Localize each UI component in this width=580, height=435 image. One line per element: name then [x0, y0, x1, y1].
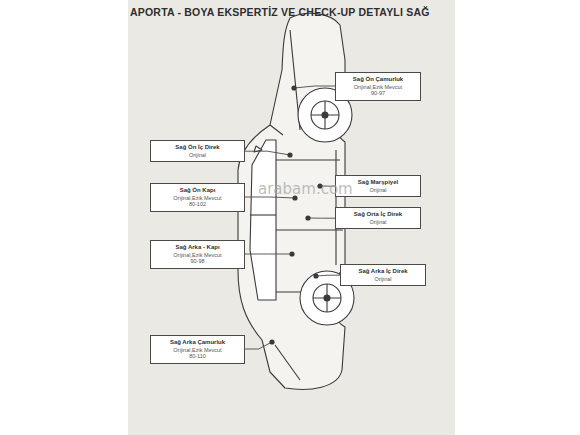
paint-thickness: 80-110	[156, 353, 239, 360]
leader-line	[294, 86, 335, 88]
callout-box: Sağ Arka İç DirekOrijinal	[340, 264, 426, 286]
car-body	[238, 13, 345, 389]
inspection-point	[305, 215, 310, 220]
inspection-point	[269, 339, 274, 344]
leader-line	[245, 342, 272, 349]
paint-thickness: 90-98	[156, 258, 239, 265]
callout-box: Sağ Ön İç DirekOrijinal	[150, 140, 245, 162]
part-name: Sağ Arka İç Direk	[346, 268, 420, 276]
callout-box: Sağ Ön ÇamurlukOrijinal,Ezik Mevcut90-97	[335, 72, 421, 101]
part-name: Sağ Ön Çamurluk	[341, 76, 415, 84]
inspection-point	[287, 152, 292, 157]
part-status: Orijinal,Ezik Mevcut	[156, 252, 239, 259]
leader-line	[316, 275, 340, 277]
front-door-line	[276, 159, 340, 160]
inspection-point	[289, 251, 294, 256]
windshield-line	[270, 125, 283, 135]
paint-thickness: 90-97	[341, 90, 415, 97]
part-name: Sağ Ön Kapı	[156, 187, 239, 195]
callout-box: Sağ Orta İç DirekOrijinal	[335, 207, 421, 229]
part-name: Sağ Arka - Kapı	[156, 244, 239, 252]
paint-thickness: 80-102	[156, 201, 239, 208]
part-name: Sağ Orta İç Direk	[341, 211, 415, 219]
callout-box: Sağ Ön KapıOrijinal,Ezik Mevcut80-102	[150, 183, 245, 212]
callout-box: Sağ Arka ÇamurlukOrijinal,Ezik Mevcut80-…	[150, 335, 245, 364]
door-split-line	[276, 229, 343, 230]
b-pillar	[250, 214, 276, 215]
part-name: Sağ Ön İç Direk	[156, 144, 239, 152]
part-status: Orijinal	[346, 276, 420, 283]
part-status: Orijinal,Ezik Mevcut	[156, 347, 239, 354]
leader-line	[308, 218, 335, 219]
part-status: Orijinal,Ezik Mevcut	[156, 195, 239, 202]
trunk-line	[275, 345, 300, 380]
leader-line	[245, 151, 290, 155]
part-status: Orijinal,Ezik Mevcut	[341, 84, 415, 91]
part-status: Orijinal	[341, 219, 415, 226]
callout-box: Sağ Arka - KapıOrijinal,Ezik Mevcut90-98	[150, 240, 245, 269]
leader-line	[245, 254, 292, 255]
side-windows	[250, 140, 276, 300]
part-status: Orijinal	[156, 152, 239, 159]
part-name: Sağ Arka Çamurluk	[156, 339, 239, 347]
page-title: APORTA - BOYA EKSPERTİZ VE CHECK-UP DETA…	[130, 6, 430, 18]
inspection-point	[291, 85, 296, 90]
inspection-point	[313, 273, 318, 278]
watermark: arabam.com	[258, 180, 353, 198]
